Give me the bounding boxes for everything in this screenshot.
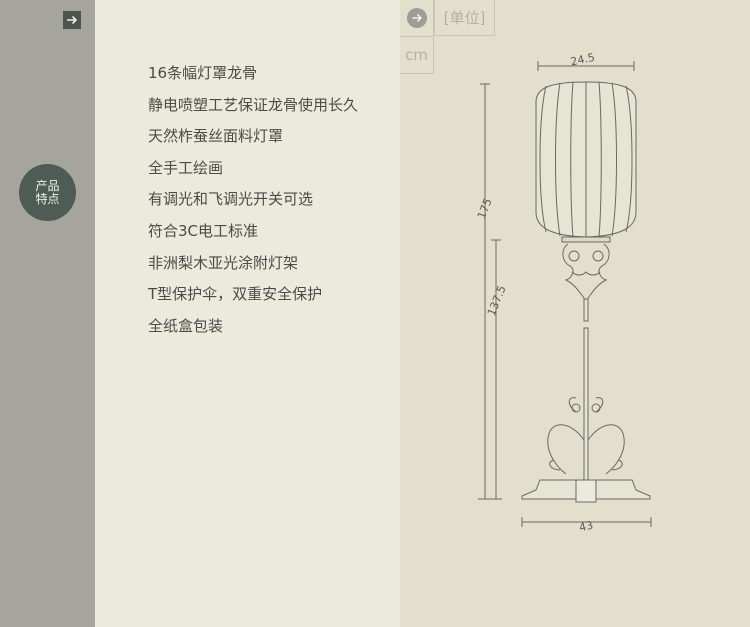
unit-label: [单位] bbox=[434, 0, 495, 36]
feature-item: T型保护伞，双重安全保护 bbox=[148, 285, 323, 304]
feature-item: 16条幅灯罩龙骨 bbox=[148, 64, 258, 82]
badge-line-1: 产品 bbox=[35, 178, 60, 193]
dim-stand-height: 137.5 bbox=[485, 284, 509, 318]
dim-shade-width: 24.5 bbox=[569, 51, 596, 69]
feature-item: 静电喷塑工艺保证龙骨使用长久 bbox=[148, 95, 359, 114]
dimension-lines bbox=[478, 61, 652, 527]
unit-toggle-button[interactable] bbox=[400, 0, 434, 37]
feature-item: 全纸盒包装 bbox=[148, 316, 224, 335]
lamp-pole bbox=[583, 298, 589, 481]
arrow-right-icon bbox=[412, 13, 422, 23]
arrow-right-icon bbox=[67, 15, 78, 25]
product-features-badge: 产品 特点 bbox=[19, 164, 76, 221]
feature-item: 全手工绘画 bbox=[148, 158, 224, 177]
feature-item: 天然柞蚕丝面料灯罩 bbox=[148, 127, 284, 146]
lamp-base bbox=[521, 397, 651, 503]
dim-total-height: 175 bbox=[475, 197, 495, 221]
feature-panel: 16条幅灯罩龙骨 静电喷塑工艺保证龙骨使用长久 天然柞蚕丝面料灯罩 全手工绘画 … bbox=[95, 0, 400, 627]
badge-line-2: 特点 bbox=[35, 191, 60, 206]
lamp-dimension-diagram: 24.5 175 137.5 43 bbox=[475, 51, 652, 535]
left-strip: 产品 特点 bbox=[0, 0, 95, 627]
lamp-bracket bbox=[562, 243, 610, 311]
feature-item: 有调光和飞调光开关可选 bbox=[148, 190, 314, 209]
unit-arrow-circle bbox=[406, 8, 427, 28]
feature-list: 16条幅灯罩龙骨 静电喷塑工艺保证龙骨使用长久 天然柞蚕丝面料灯罩 全手工绘画 … bbox=[148, 62, 358, 346]
dim-base-width: 43 bbox=[578, 519, 594, 535]
feature-item: 符合3C电工标准 bbox=[148, 221, 259, 240]
lamp-shade bbox=[535, 81, 637, 243]
diagram-panel: [单位] cm bbox=[400, 0, 750, 627]
unit-value: cm bbox=[400, 37, 434, 74]
feature-item: 非洲梨木亚光涂附灯架 bbox=[148, 253, 299, 272]
expand-arrow-button[interactable] bbox=[63, 11, 81, 29]
